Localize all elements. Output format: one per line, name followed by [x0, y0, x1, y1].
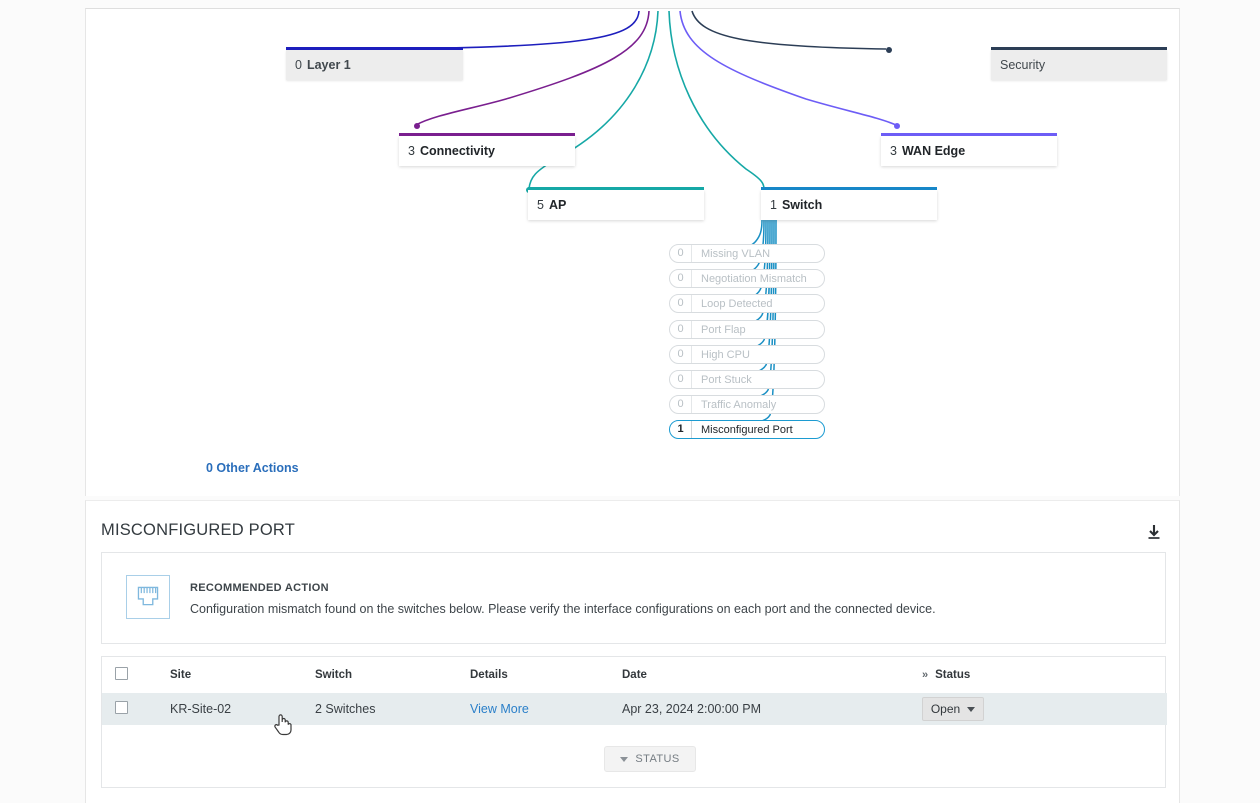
issue-pill-count: 0	[670, 321, 692, 338]
tree-node-security[interactable]: Security	[991, 47, 1167, 80]
issue-pill-label: Negotiation Mismatch	[701, 272, 807, 285]
tree-node-accent-bar	[991, 47, 1167, 50]
status-dropdown-label: Open	[930, 702, 961, 716]
column-header-site[interactable]: Site	[170, 669, 192, 681]
issue-pill-label: Loop Detected	[701, 297, 773, 310]
tree-node-accent-bar	[528, 187, 704, 190]
table-header-row: Site Switch Details Date » Status	[102, 657, 1167, 693]
tree-node-label: AP	[548, 198, 567, 212]
issues-table: Site Switch Details Date » Status	[102, 657, 1167, 725]
tree-connector-lines	[377, 10, 900, 425]
column-header-date[interactable]: Date	[622, 669, 647, 681]
ethernet-port-icon	[126, 575, 170, 619]
tree-node-accent-bar	[881, 133, 1057, 136]
issue-pill-count: 0	[670, 346, 692, 363]
issue-pill-loop-detected[interactable]: 0 Loop Detected	[669, 294, 825, 313]
issue-pill-label: High CPU	[701, 348, 750, 361]
column-header-switch[interactable]: Switch	[315, 669, 353, 681]
recommended-action-box: RECOMMENDED ACTION Configuration mismatc…	[101, 552, 1166, 644]
download-icon[interactable]	[1145, 523, 1163, 541]
issue-pill-label: Port Stuck	[701, 373, 752, 386]
table-row[interactable]: KR-Site-02 2 Switches View More Apr 23, …	[102, 693, 1167, 725]
issue-pill-label: Port Flap	[701, 323, 746, 336]
mouse-cursor-pointer	[274, 714, 292, 736]
status-filter-label: STATUS	[635, 753, 680, 765]
row-select-cell	[102, 693, 170, 725]
tree-node-label: Switch	[781, 198, 823, 212]
tree-node-accent-bar	[399, 133, 575, 136]
issue-pill-high-cpu[interactable]: 0 High CPU	[669, 345, 825, 364]
issue-pill-label: Traffic Anomaly	[701, 398, 777, 411]
tree-node-count: 3	[890, 144, 897, 158]
status-dropdown[interactable]: Open	[922, 697, 984, 721]
recommended-action-heading: RECOMMENDED ACTION	[190, 582, 329, 594]
issue-pill-count: 0	[670, 245, 692, 262]
tree-node-count: 5	[537, 198, 544, 212]
cell-site: KR-Site-02	[170, 702, 232, 716]
issue-pill-count: 0	[670, 295, 692, 312]
table-body: KR-Site-02 2 Switches View More Apr 23, …	[102, 693, 1167, 725]
chevron-down-icon	[967, 706, 976, 712]
view-more-link[interactable]: View More	[470, 702, 529, 716]
column-header-details[interactable]: Details	[470, 669, 508, 681]
issue-pill-count: 1	[670, 421, 692, 438]
issue-pill-port-flap[interactable]: 0 Port Flap	[669, 320, 825, 339]
tree-node-accent-bar	[761, 187, 937, 190]
table-header: Site Switch Details Date » Status	[102, 657, 1167, 693]
tree-node-label: WAN Edge	[901, 144, 966, 158]
tree-node-connectivity[interactable]: 3 Connectivity	[399, 133, 575, 166]
cell-switch: 2 Switches	[315, 702, 376, 716]
tree-node-switch[interactable]: 1 Switch	[761, 187, 937, 220]
tree-node-count: 1	[770, 198, 777, 212]
recommended-action-text: Configuration mismatch found on the swit…	[190, 602, 936, 616]
misconfigured-port-panel: MISCONFIGURED PORT RECOMMENDED ACTION Co…	[85, 500, 1180, 803]
tree-node-label: Connectivity	[419, 144, 495, 158]
row-checkbox[interactable]	[115, 701, 128, 714]
issue-pill-label: Missing VLAN	[701, 247, 771, 260]
issue-pill-count: 0	[670, 371, 692, 388]
column-header-status[interactable]: » Status	[922, 657, 1167, 693]
other-actions-link[interactable]: 0 Other Actions	[206, 461, 299, 475]
issue-pill-traffic-anomaly[interactable]: 0 Traffic Anomaly	[669, 395, 825, 414]
tree-node-ap[interactable]: 5 AP	[528, 187, 704, 220]
cell-date: Apr 23, 2024 2:00:00 PM	[622, 702, 761, 716]
tree-node-count: 3	[408, 144, 415, 158]
tree-node-count: 0	[295, 58, 302, 72]
tree-node-layer-1[interactable]: 0 Layer 1	[286, 47, 463, 80]
page-title: MISCONFIGURED PORT	[101, 521, 295, 539]
status-filter-button[interactable]: STATUS	[604, 746, 696, 772]
cell-status: Open	[922, 693, 1167, 725]
cell-details: View More	[470, 693, 622, 725]
filter-caret-icon	[620, 756, 629, 762]
issue-pill-label: Misconfigured Port	[701, 423, 793, 436]
tree-node-label: Layer 1	[306, 58, 351, 72]
issue-pill-misconfigured-port[interactable]: 1 Misconfigured Port	[669, 420, 825, 439]
issue-pill-count: 0	[670, 270, 692, 287]
select-all-cell	[102, 657, 170, 693]
issue-pill-port-stuck[interactable]: 0 Port Stuck	[669, 370, 825, 389]
issues-table-container: Site Switch Details Date » Status	[101, 656, 1167, 788]
tree-node-wan-edge[interactable]: 3 WAN Edge	[881, 133, 1057, 166]
column-header-status-label: Status	[935, 669, 971, 681]
issue-pill-negotiation-mismatch[interactable]: 0 Negotiation Mismatch	[669, 269, 825, 288]
select-all-checkbox[interactable]	[115, 667, 128, 680]
sort-chevrons-icon[interactable]: »	[922, 669, 929, 681]
issue-pill-missing-vlan[interactable]: 0 Missing VLAN	[669, 244, 825, 263]
tree-node-label: Security	[1000, 58, 1046, 72]
issue-pill-count: 0	[670, 396, 692, 413]
tree-node-accent-bar	[286, 47, 463, 50]
